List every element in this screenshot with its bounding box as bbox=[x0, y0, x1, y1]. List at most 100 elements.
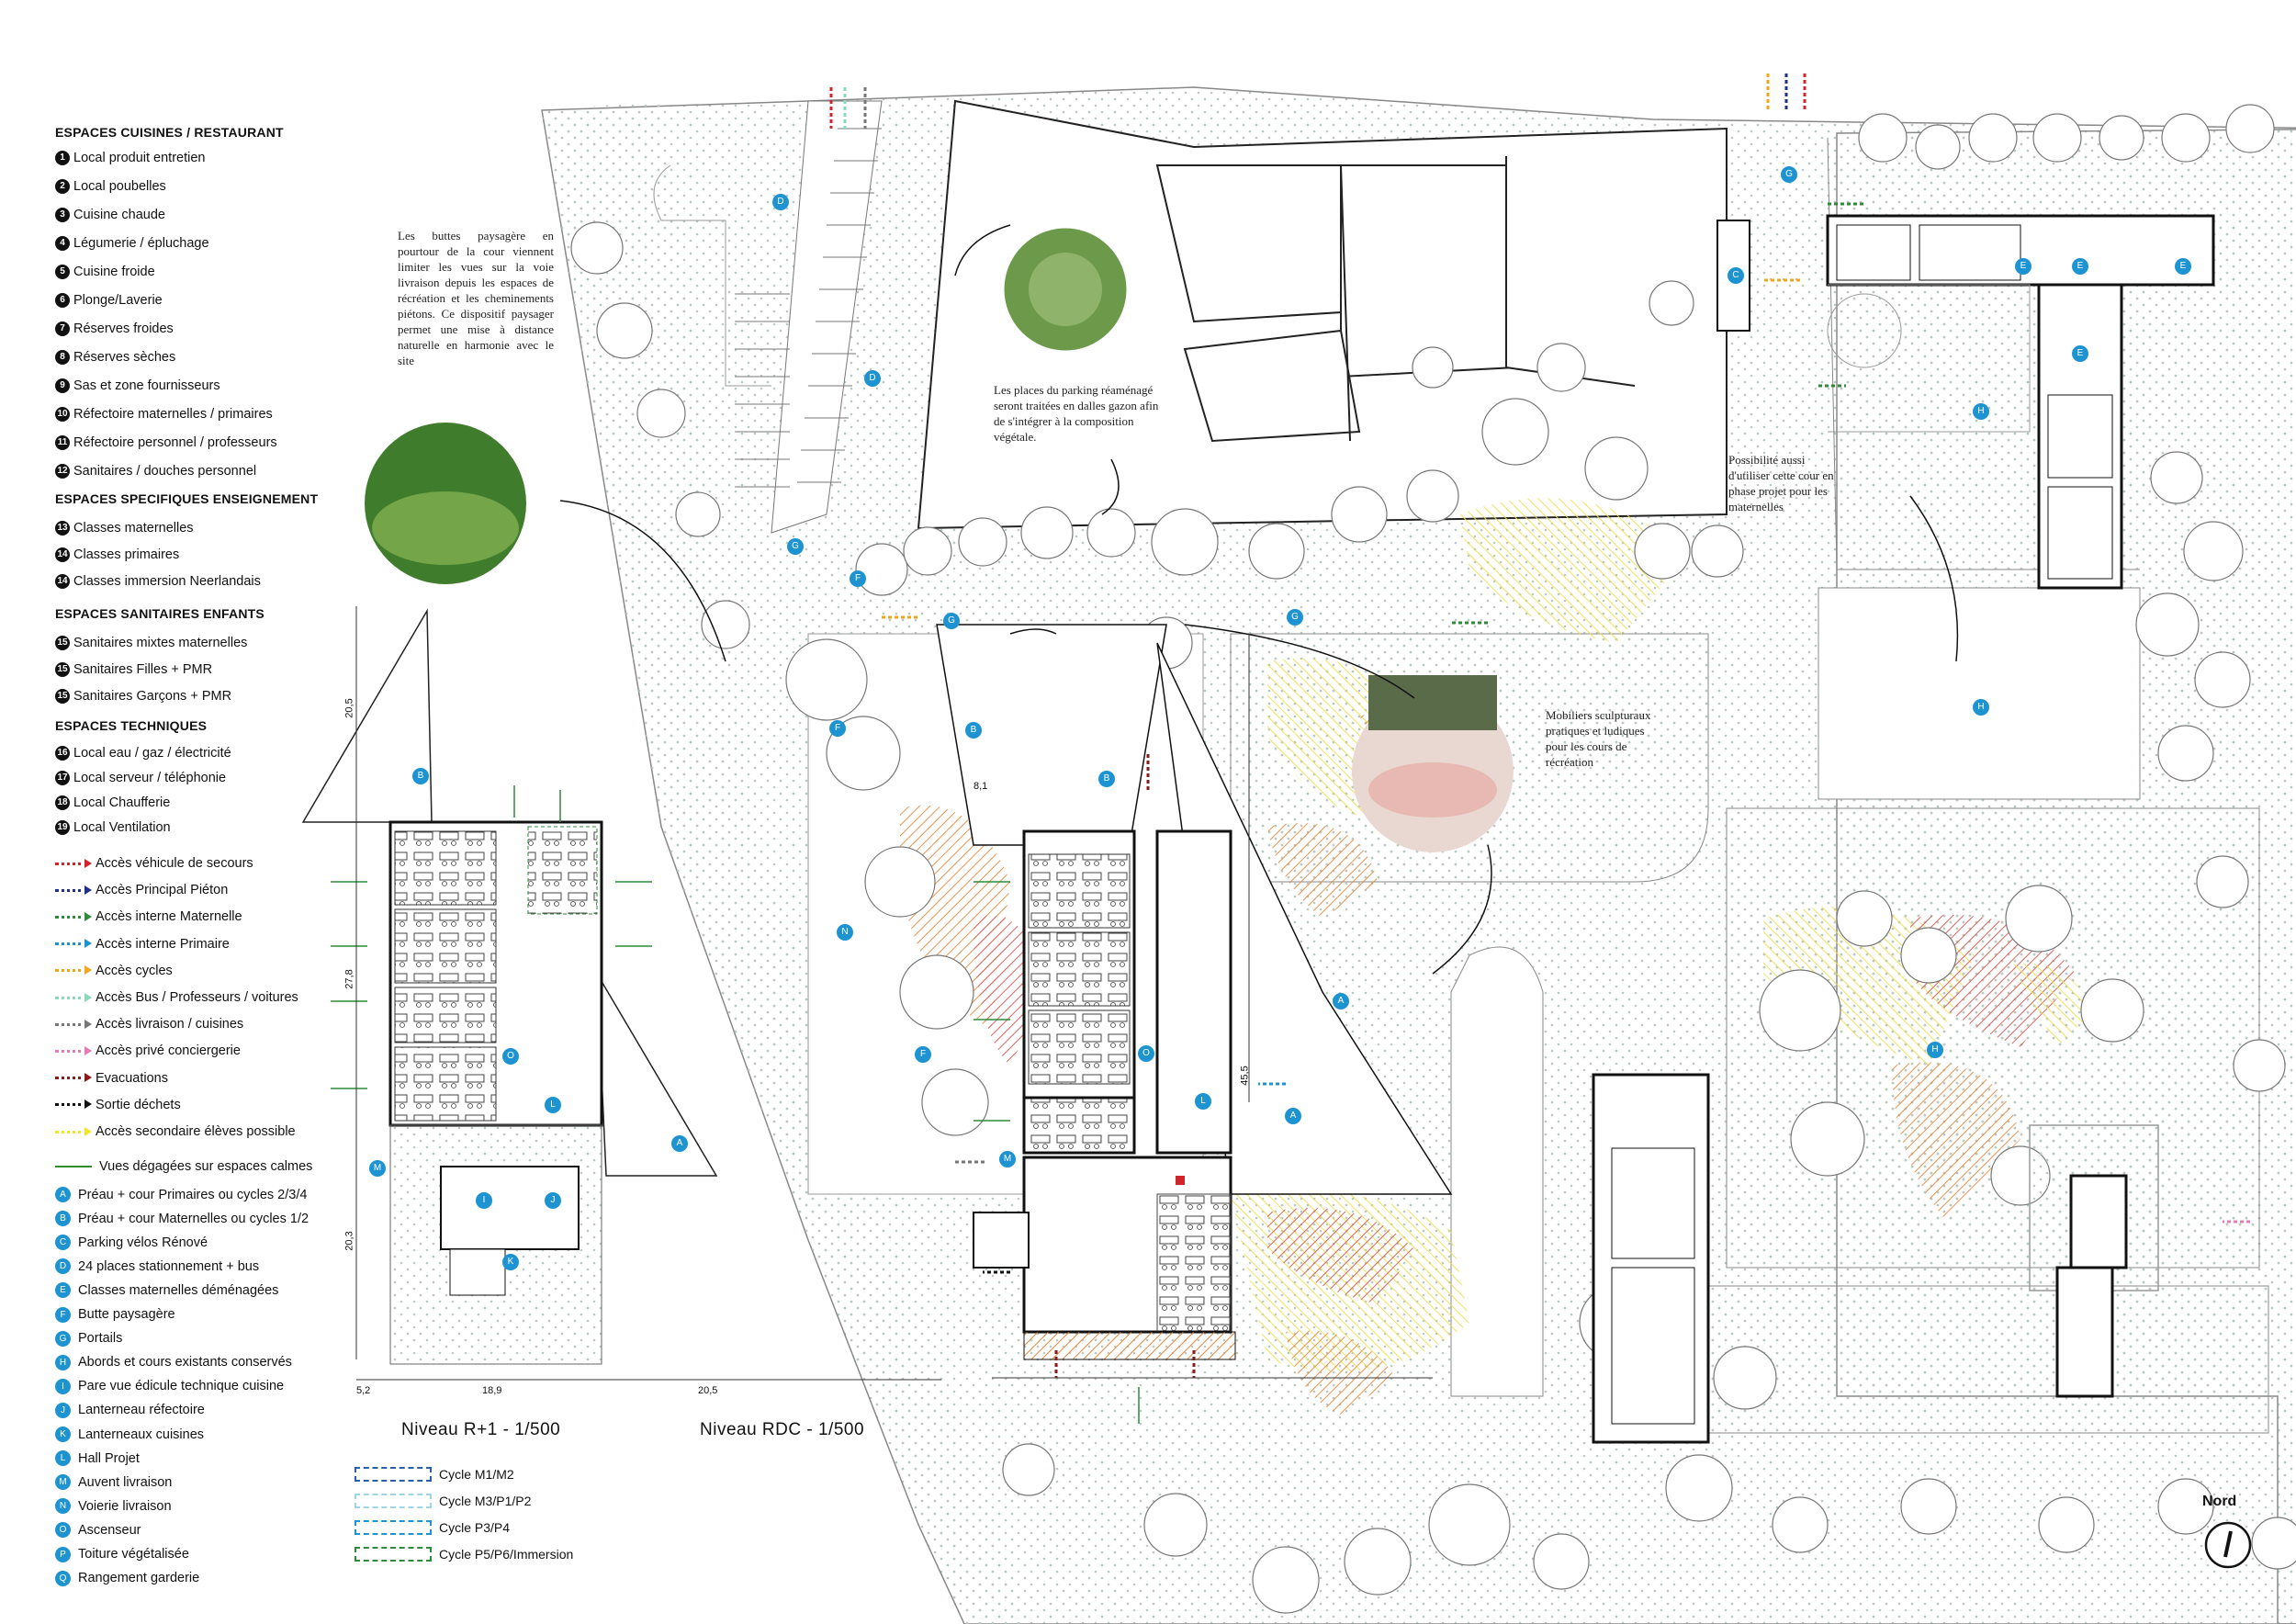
legend-item-label: Classes maternelles bbox=[73, 521, 194, 536]
plan-marker-F: F bbox=[850, 570, 866, 587]
legend-item-label: Réfectoire maternelles / primaires bbox=[73, 407, 273, 422]
dim-205-b: 20,5 bbox=[698, 1385, 718, 1396]
arrow-icon bbox=[55, 1019, 92, 1029]
plan-marker-O: O bbox=[1138, 1045, 1154, 1062]
legend-letter-badge: N bbox=[55, 1498, 71, 1515]
legend-number-badge: 15 bbox=[55, 689, 70, 704]
plan-marker-D: D bbox=[864, 370, 881, 387]
plan-marker-E: E bbox=[2015, 258, 2032, 275]
legend-number-badge: 7 bbox=[55, 321, 70, 336]
dimension-lines bbox=[355, 606, 1433, 1381]
legend-number-badge: 3 bbox=[55, 208, 70, 222]
legend-access-label: Accès cycles bbox=[96, 963, 173, 978]
legend-letter-badge: E bbox=[55, 1282, 71, 1299]
legend-number-badge: 11 bbox=[55, 435, 70, 450]
legend-number-badge: 19 bbox=[55, 820, 70, 835]
legend-heading-enseignement: ESPACES SPECIFIQUES ENSEIGNEMENT bbox=[55, 491, 319, 506]
view-arrows bbox=[331, 785, 1140, 1424]
arrow-icon bbox=[55, 1073, 92, 1083]
legend-letter-badge: J bbox=[55, 1402, 71, 1418]
legend-letter-label: Butte paysagère bbox=[78, 1307, 175, 1322]
legend-letter-badge: G bbox=[55, 1330, 71, 1347]
legend-item-label: Local Chaufferie bbox=[73, 795, 171, 810]
legend-number-badge: 1 bbox=[55, 151, 70, 165]
cycle-label: Cycle M1/M2 bbox=[439, 1467, 514, 1482]
legend-letter-badge: H bbox=[55, 1354, 71, 1370]
plan-marker-E: E bbox=[2072, 345, 2088, 362]
sports-court bbox=[1176, 1073, 2159, 1444]
legend-access-label: Accès Principal Piéton bbox=[96, 883, 229, 898]
legend-letter-label: Rangement garderie bbox=[78, 1571, 200, 1586]
legend-item-label: Réserves sèches bbox=[73, 350, 176, 365]
plan-marker-K: K bbox=[502, 1254, 519, 1270]
dim-278: 27,8 bbox=[343, 969, 355, 989]
legend-letter-label: Pare vue édicule technique cuisine bbox=[78, 1379, 285, 1394]
arrow-icon bbox=[55, 939, 92, 949]
parking bbox=[653, 100, 883, 534]
legend-item-label: Local poubelles bbox=[73, 179, 166, 194]
legend-access-9: Sortie déchets bbox=[55, 1098, 181, 1112]
legend-number-badge: 14 bbox=[55, 574, 70, 589]
legend-letter-Q: Q Rangement garderie bbox=[55, 1570, 200, 1586]
cycle-label: Cycle P3/P4 bbox=[439, 1520, 511, 1535]
legend-number-badge: 15 bbox=[55, 662, 70, 677]
legend-views: Vues dégagées sur espaces calmes bbox=[55, 1159, 312, 1174]
plan-marker-N: N bbox=[837, 924, 853, 941]
legend-letter-label: Hall Projet bbox=[78, 1450, 140, 1466]
legend-letter-label: Classes maternelles déménagées bbox=[78, 1282, 279, 1298]
legend-letter-badge: C bbox=[55, 1235, 71, 1251]
legend-access-label: Evacuations bbox=[96, 1070, 168, 1086]
legend-access-label: Accès privé conciergerie bbox=[96, 1043, 241, 1059]
cycle-item-1: Cycle M3/P1/P2 bbox=[355, 1494, 531, 1508]
plan-marker-H: H bbox=[1927, 1042, 1943, 1058]
legend-access-0: Accès véhicule de secours bbox=[55, 856, 253, 871]
legend-heading-techniques: ESPACES TECHNIQUES bbox=[55, 718, 208, 733]
plan-marker-G: G bbox=[1287, 609, 1303, 626]
legend-item-label: Local eau / gaz / électricité bbox=[73, 746, 231, 761]
arrow-icon bbox=[55, 885, 92, 895]
arrow-icon bbox=[55, 1126, 92, 1136]
plan-marker-E: E bbox=[2175, 258, 2191, 275]
legend-number-badge: 2 bbox=[55, 179, 70, 194]
note-mobiliers: Mobiliers sculpturaux pratiques et ludiq… bbox=[1546, 708, 1651, 769]
legend-access-label: Accès interne Primaire bbox=[96, 936, 230, 952]
legend-item-label: Sanitaires Garçons + PMR bbox=[73, 689, 232, 704]
maternelle-building bbox=[1716, 214, 2215, 590]
legend-number-badge: 13 bbox=[55, 521, 70, 536]
legend-letter-badge: K bbox=[55, 1427, 71, 1442]
plan-marker-J: J bbox=[545, 1192, 561, 1209]
legend-letter-badge: A bbox=[55, 1187, 71, 1202]
arrow-icon bbox=[55, 1100, 92, 1110]
legend-access-label: Accès livraison / cuisines bbox=[96, 1017, 244, 1032]
plan-marker-M: M bbox=[369, 1160, 386, 1177]
legend-number-badge: 5 bbox=[55, 265, 70, 279]
legend-letter-label: Auvent livraison bbox=[78, 1474, 173, 1490]
title-rdc: Niveau RDC - 1/500 bbox=[700, 1420, 865, 1439]
dim-205: 20,5 bbox=[343, 698, 355, 718]
note-buttes: Les buttes paysagère en pourtour de la c… bbox=[398, 229, 554, 367]
note-possibilite: Possibilité aussi d'utiliser cette cour … bbox=[1728, 453, 1834, 513]
legend-access-1: Accès Principal Piéton bbox=[55, 883, 228, 897]
plan-marker-F: F bbox=[829, 720, 846, 737]
legend-heading-sanitaires: ESPACES SANITAIRES ENFANTS bbox=[55, 606, 264, 621]
legend-letter-badge: Q bbox=[55, 1570, 71, 1586]
